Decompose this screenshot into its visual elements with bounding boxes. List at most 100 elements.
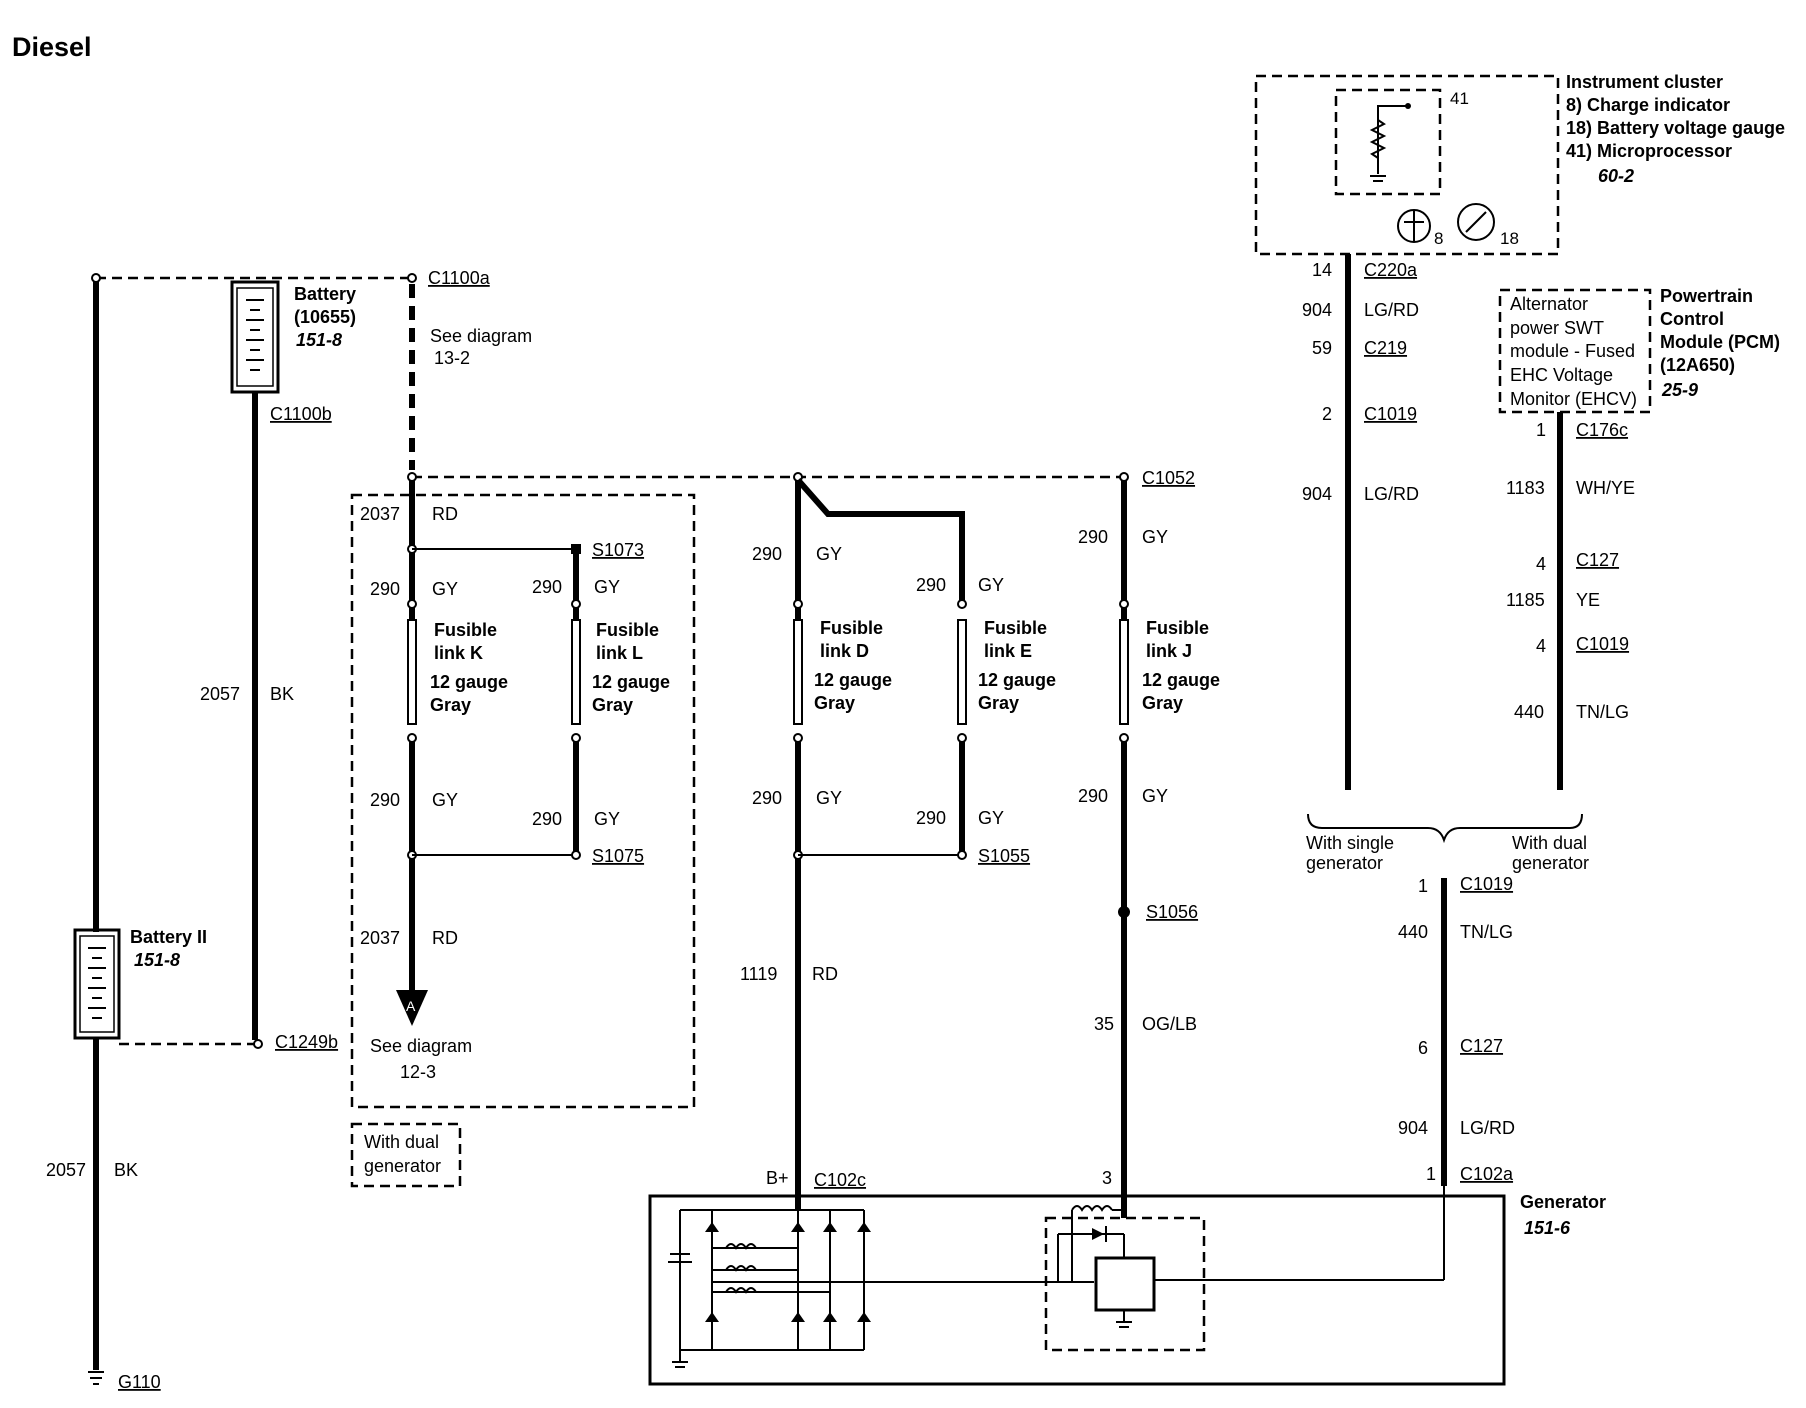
with-single-2: generator xyxy=(1306,853,1383,873)
wire-color: GY xyxy=(1142,527,1168,547)
wire-circuit: 1183 xyxy=(1506,478,1545,498)
pin-4-c1019: 4 xyxy=(1536,636,1546,656)
connector-c1100a: C1100a xyxy=(428,268,491,288)
connector-c127-b: C127 xyxy=(1460,1036,1503,1056)
splice-s1073: S1073 xyxy=(592,540,644,560)
wire-circuit: 290 xyxy=(916,575,946,595)
wire-circuit: 440 xyxy=(1398,922,1428,942)
diagram-title: Diesel xyxy=(12,32,92,62)
connector-c127-a: C127 xyxy=(1576,550,1619,570)
wire-circuit: 904 xyxy=(1302,300,1332,320)
wire-circuit: 2057 xyxy=(200,684,240,704)
ground-g110: G110 xyxy=(118,1372,161,1392)
fusible-d-1: Fusible xyxy=(820,618,883,638)
wire-color: GY xyxy=(432,579,458,599)
pcm-name-3: Module (PCM) xyxy=(1660,332,1780,352)
fusible-l-4: Gray xyxy=(592,695,633,715)
pcm-box-5: Monitor (EHCV) xyxy=(1510,389,1637,409)
pin-8-label: 8 xyxy=(1434,229,1443,248)
wire-color: GY xyxy=(816,788,842,808)
wire-color: TN/LG xyxy=(1460,922,1513,942)
fusible-j-4: Gray xyxy=(1142,693,1183,713)
fusible-e-1: Fusible xyxy=(984,618,1047,638)
fusible-l-3: 12 gauge xyxy=(592,672,670,692)
connector-c220a: C220a xyxy=(1364,260,1418,280)
cluster-ref: 60-2 xyxy=(1598,166,1634,186)
wire-circuit: 290 xyxy=(916,808,946,828)
cluster-item-41: 41) Microprocessor xyxy=(1566,141,1732,161)
pin-6-c127: 6 xyxy=(1418,1038,1428,1058)
pin-41-label: 41 xyxy=(1450,89,1469,108)
wire-color: GY xyxy=(978,808,1004,828)
with-dual-box-2: generator xyxy=(364,1156,441,1176)
wire-circuit: 290 xyxy=(1078,527,1108,547)
connector-c1019-b: C1019 xyxy=(1576,634,1629,654)
fusible-k-4: Gray xyxy=(430,695,471,715)
fusible-l-1: Fusible xyxy=(596,620,659,640)
wire-color: GY xyxy=(816,544,842,564)
connector-c1249b: C1249b xyxy=(275,1032,338,1052)
wire-color: BK xyxy=(114,1160,138,1180)
connector-c102a: C102a xyxy=(1460,1164,1514,1184)
generator-ref: 151-6 xyxy=(1524,1218,1571,1238)
pcm-box-1: Alternator xyxy=(1510,294,1588,314)
pin-18-label: 18 xyxy=(1500,229,1519,248)
pin-1-c1019: 1 xyxy=(1418,876,1428,896)
battery-name: Battery xyxy=(294,284,356,304)
connector-c1052: C1052 xyxy=(1142,468,1195,488)
wire-color: YE xyxy=(1576,590,1600,610)
splice-s1075: S1075 xyxy=(592,846,644,866)
generator-name: Generator xyxy=(1520,1192,1606,1212)
splice-s1056: S1056 xyxy=(1146,902,1198,922)
wire-color: GY xyxy=(978,575,1004,595)
with-dual-box-1: With dual xyxy=(364,1132,439,1152)
pin-14: 14 xyxy=(1312,260,1332,280)
fusible-j-3: 12 gauge xyxy=(1142,670,1220,690)
wire-color: TN/LG xyxy=(1576,702,1629,722)
fusible-d-2: link D xyxy=(820,641,869,661)
connector-c102c: C102c xyxy=(814,1170,866,1190)
battery-part: (10655) xyxy=(294,307,356,327)
fusible-l-2: link L xyxy=(596,643,643,663)
wire-circuit: 2037 xyxy=(360,928,400,948)
wire-circuit: 904 xyxy=(1302,484,1332,504)
wire-color: WH/YE xyxy=(1576,478,1635,498)
with-single-1: With single xyxy=(1306,833,1394,853)
fusible-j-1: Fusible xyxy=(1146,618,1209,638)
wire-circuit: 290 xyxy=(370,790,400,810)
wire-circuit: 2037 xyxy=(360,504,400,524)
battery2-name: Battery II xyxy=(130,927,207,947)
pcm-name-1: Powertrain xyxy=(1660,286,1753,306)
pcm-box-4: EHC Voltage xyxy=(1510,365,1613,385)
wire-circuit: 290 xyxy=(532,809,562,829)
wire-circuit: 1185 xyxy=(1506,590,1545,610)
pcm-name-2: Control xyxy=(1660,309,1724,329)
wire-color: GY xyxy=(432,790,458,810)
wire-color: BK xyxy=(270,684,294,704)
wire-color: GY xyxy=(594,577,620,597)
wire-color: OG/LB xyxy=(1142,1014,1197,1034)
wire-circuit: 290 xyxy=(752,788,782,808)
pin-4-c127: 4 xyxy=(1536,554,1546,574)
fusible-d-3: 12 gauge xyxy=(814,670,892,690)
connector-c219: C219 xyxy=(1364,338,1407,358)
pcm-box-2: power SWT xyxy=(1510,318,1604,338)
wire-circuit: 290 xyxy=(1078,786,1108,806)
fusible-j-2: link J xyxy=(1146,641,1192,661)
fusible-k-3: 12 gauge xyxy=(430,672,508,692)
fusible-e-4: Gray xyxy=(978,693,1019,713)
wire-circuit: 290 xyxy=(532,577,562,597)
pcm-ref: 25-9 xyxy=(1661,380,1698,400)
pcm-box-3: module - Fused xyxy=(1510,341,1635,361)
with-dual-1: With dual xyxy=(1512,833,1587,853)
wire-circuit: 290 xyxy=(752,544,782,564)
see-diagram-top-ref: 13-2 xyxy=(434,348,470,368)
pin-59: 59 xyxy=(1312,338,1332,358)
wire-color: RD xyxy=(812,964,838,984)
fusible-e-2: link E xyxy=(984,641,1032,661)
see-diagram-bottom: See diagram xyxy=(370,1036,472,1056)
wire-circuit: 1119 xyxy=(740,964,777,984)
connector-c176c: C176c xyxy=(1576,420,1628,440)
wire-circuit: 290 xyxy=(370,579,400,599)
